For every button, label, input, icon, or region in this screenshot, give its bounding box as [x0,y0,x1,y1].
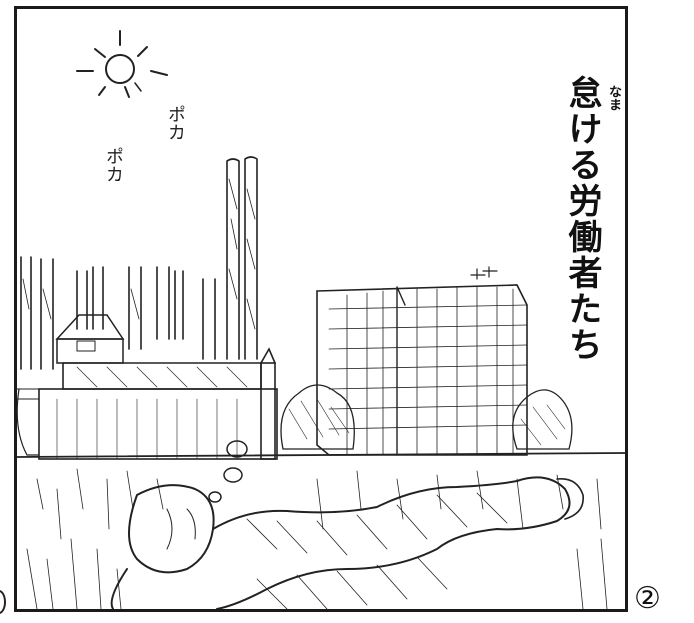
sun-icon [76,30,168,98]
office-building [316,266,528,456]
comic-panel: なま 怠ける労働者たち ポカ ポカ [14,6,628,612]
title-furigana: なま [606,85,621,111]
small-house [55,314,125,364]
grass [26,468,608,609]
neighbor-panel-number-fragment [0,590,6,614]
panel-illustration [17,30,625,609]
factory-chimneys [20,156,258,370]
sound-effect-poka-2: ポカ [102,147,124,183]
sleeping-worker [110,476,584,609]
panel-caption-title: 怠ける労働者たち [562,75,602,363]
sleep-bubbles [208,440,248,503]
bushes [17,384,573,456]
sound-effect-poka-1: ポカ [164,105,186,141]
factory-building [17,347,278,460]
panel-number: ② [634,581,661,616]
horizon [17,452,625,458]
